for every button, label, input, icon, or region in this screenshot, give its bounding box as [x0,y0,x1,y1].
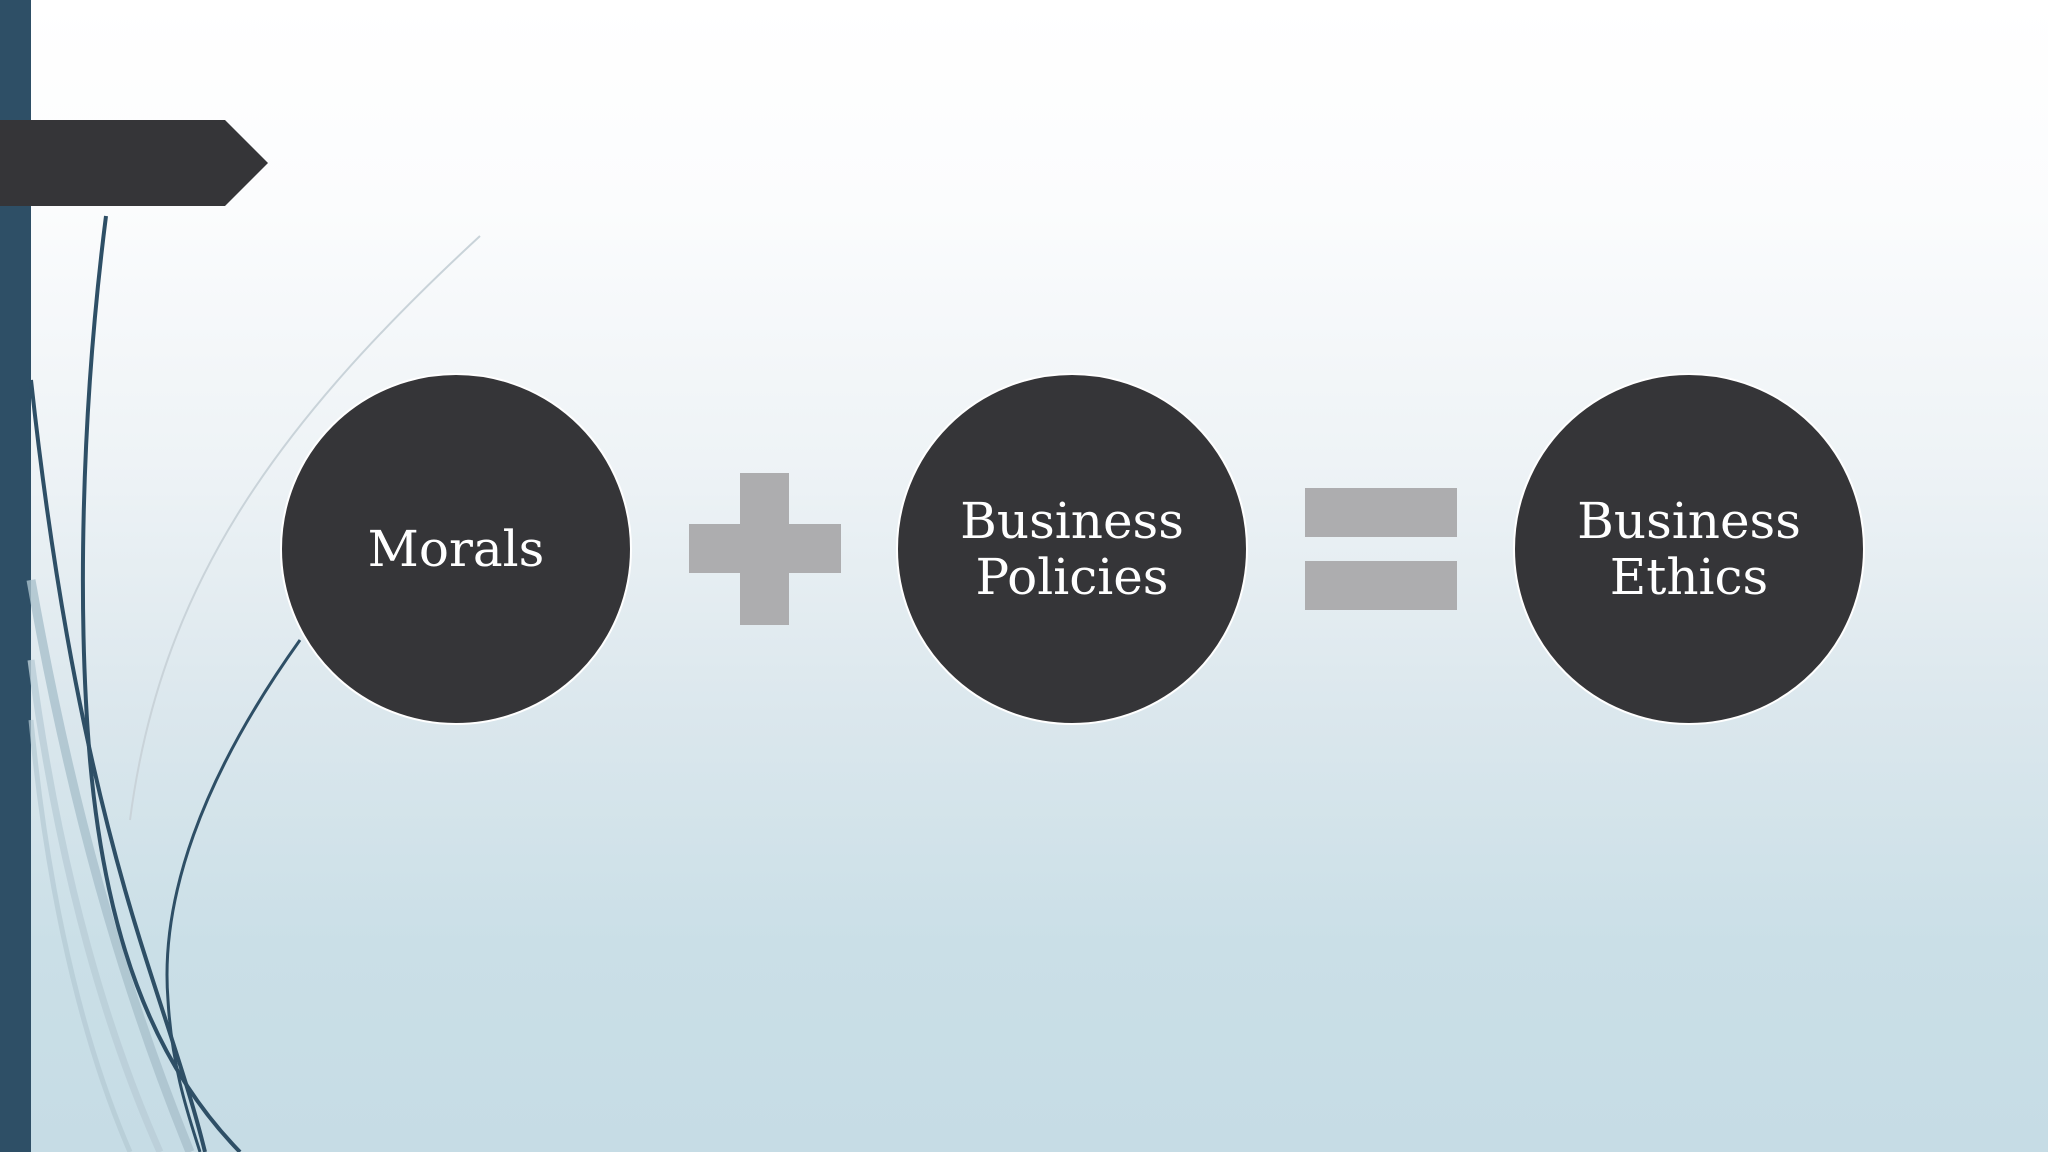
swoosh-faded-3 [28,719,133,1152]
swoosh-faded-2 [27,659,164,1152]
term-business-policies: Business Policies [896,373,1248,725]
title-arrow-banner [0,120,268,206]
term-business-ethics: Business Ethics [1513,373,1865,725]
term-business-policies-label: Business Policies [960,492,1184,606]
swoosh-dark-1 [29,379,207,1152]
swoosh-thin-light [129,235,481,821]
swoosh-dark-2 [80,215,242,1152]
equals-icon [1305,488,1457,610]
swoosh-dark-3 [165,639,302,1152]
swoosh-faded-1 [26,579,195,1152]
term-morals-label: Morals [367,520,545,578]
term-business-ethics-label: Business Ethics [1577,492,1801,606]
plus-icon [689,473,841,625]
term-morals: Morals [280,373,632,725]
